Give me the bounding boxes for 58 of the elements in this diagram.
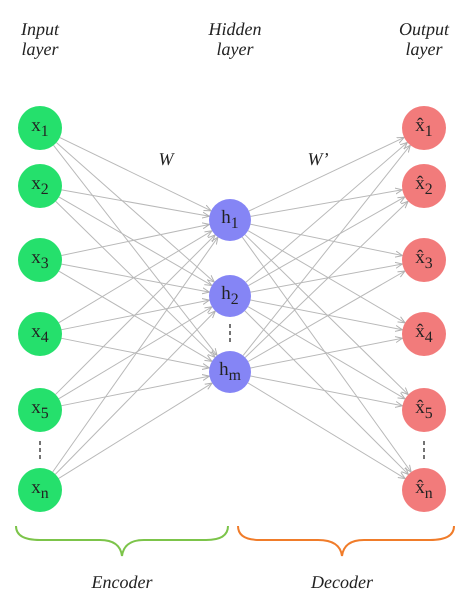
- arrow: [61, 374, 210, 406]
- arrow: [61, 338, 210, 370]
- arrow: [244, 310, 409, 475]
- arrow: [242, 236, 412, 473]
- arrow: [247, 382, 406, 480]
- arrow: [250, 300, 403, 332]
- arrow: [61, 222, 210, 256]
- arrow: [58, 382, 213, 479]
- arrow: [56, 142, 215, 283]
- output-neuron: x̂$_{5}$: [402, 388, 446, 432]
- layer-title: Input layer: [20, 20, 60, 60]
- arrow: [244, 234, 409, 396]
- arrow: [242, 144, 411, 356]
- arrow: [245, 142, 408, 283]
- arrow: [250, 224, 403, 258]
- arrow: [248, 306, 406, 400]
- arrow: [58, 230, 212, 324]
- arrow: [55, 200, 216, 358]
- arrow: [248, 136, 405, 212]
- output-neuron: x̂$_{4}$: [402, 312, 446, 356]
- arrow: [58, 196, 212, 286]
- input-neuron: x$_{n}$: [18, 468, 62, 512]
- layer-title: Output layer: [398, 20, 450, 60]
- arrow: [61, 264, 210, 294]
- output-neuron: x̂$_{1}$: [402, 106, 446, 150]
- hidden-neuron: h$_{m}$: [209, 351, 251, 393]
- arrow: [248, 270, 406, 362]
- hidden-neuron: h$_{2}$: [209, 275, 251, 317]
- arrow: [53, 144, 218, 356]
- hidden-neuron: h$_{1}$: [209, 199, 251, 241]
- output-neuron: x̂$_{2}$: [402, 164, 446, 208]
- arrow: [250, 262, 403, 293]
- arrow: [54, 310, 216, 475]
- input-neuron: x$_{2}$: [18, 164, 62, 208]
- arrow: [59, 137, 212, 212]
- input-neuron: x$_{4}$: [18, 312, 62, 356]
- weight-label: W: [158, 150, 174, 170]
- arrow: [52, 236, 218, 472]
- arrow: [61, 189, 210, 219]
- encoder-label: Encoder: [92, 573, 152, 593]
- input-neuron: x$_{1}$: [18, 106, 62, 150]
- arrow: [248, 196, 406, 286]
- input-neuron: x$_{3}$: [18, 238, 62, 282]
- input-neuron: x$_{5}$: [18, 388, 62, 432]
- layer-title: Hidden layer: [207, 20, 262, 60]
- output-neuron: x̂$_{3}$: [402, 238, 446, 282]
- arrow: [248, 230, 406, 324]
- arrow: [250, 376, 403, 408]
- arrow: [250, 336, 403, 368]
- arrow: [58, 270, 212, 362]
- arrow: [250, 188, 403, 217]
- arrow: [244, 200, 409, 358]
- decoder-label: Decoder: [311, 573, 373, 593]
- arrow: [58, 306, 212, 400]
- weight-label: W’: [308, 150, 328, 170]
- arrow: [55, 234, 216, 395]
- arrow: [61, 298, 210, 330]
- output-neuron: x̂$_{n}$: [402, 468, 446, 512]
